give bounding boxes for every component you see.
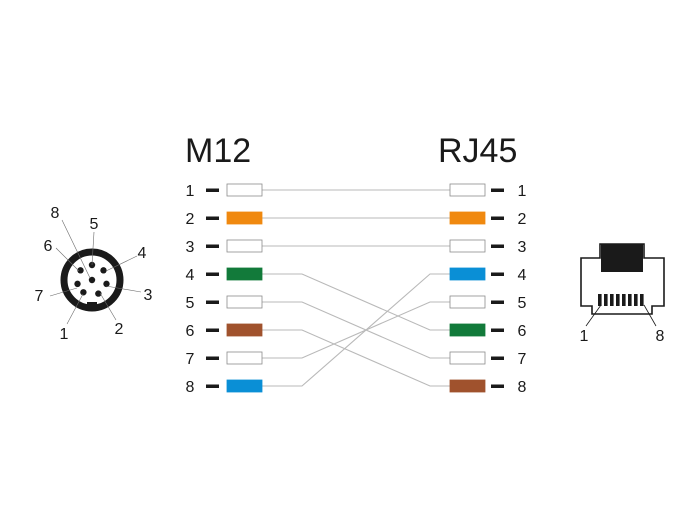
m12-face-pin-6 xyxy=(77,267,84,274)
rj45-pin-number: 6 xyxy=(518,323,527,340)
m12-pin-column: 1 2 3 4 5 6 7 8 xyxy=(186,183,263,396)
rj45-pin-number: 2 xyxy=(518,211,527,228)
m12-pin-number: 5 xyxy=(186,295,195,312)
m12-face-pin-7 xyxy=(74,280,81,288)
rj45-pin-number: 5 xyxy=(518,295,527,312)
m12-wire-block xyxy=(226,267,263,281)
rj45-pin-number: 3 xyxy=(518,239,527,256)
m12-pin-dash xyxy=(206,244,219,248)
rj45-wire-block xyxy=(449,351,486,365)
m12-label-leader-5 xyxy=(91,231,95,266)
rj45-pin-number: 1 xyxy=(518,183,527,200)
wire-4-to-6 xyxy=(262,273,450,331)
rj45-pin8-leader xyxy=(643,304,657,327)
m12-wire-block xyxy=(226,351,263,365)
rj45-pin-dash xyxy=(491,384,504,388)
rj45-pin-number: 4 xyxy=(518,267,527,284)
m12-label-leader-3 xyxy=(105,285,142,293)
m12-face-pin-8 xyxy=(88,276,96,284)
m12-pin-number: 6 xyxy=(186,323,195,340)
rj45-pin-number: 7 xyxy=(518,351,527,368)
m12-connector-face: 1 2 3 4 5 6 7 8 xyxy=(35,205,153,343)
rj45-connector-face: 1 8 xyxy=(580,243,665,345)
m12-face-label-3: 3 xyxy=(144,287,153,304)
m12-pin-dash xyxy=(206,356,219,360)
rj45-face-label-1: 1 xyxy=(580,328,589,345)
wire-crossings xyxy=(262,189,450,387)
rj45-face-contact-5 xyxy=(622,294,626,306)
rj45-pin-dash xyxy=(491,328,504,332)
m12-pin-dash xyxy=(206,272,219,276)
rj45-face-contact-1 xyxy=(598,294,602,306)
m12-face-label-6: 6 xyxy=(44,238,53,255)
rj45-pin-dash xyxy=(491,244,504,248)
rj45-wire-block xyxy=(449,295,486,309)
rj45-wire-block xyxy=(449,379,486,393)
m12-pin-dash xyxy=(206,328,219,332)
m12-pin-number: 8 xyxy=(186,379,195,396)
m12-pin-number: 3 xyxy=(186,239,195,256)
m12-label-leader-7 xyxy=(49,287,78,297)
rj45-wire-block xyxy=(449,183,486,197)
m12-pin-number: 7 xyxy=(186,351,195,368)
m12-wire-block xyxy=(226,211,263,225)
rj45-wire-block xyxy=(449,323,486,337)
m12-pin-number: 1 xyxy=(186,183,195,200)
m12-face-pin-4 xyxy=(100,267,107,274)
m12-pin-dash xyxy=(206,188,219,192)
m12-face-label-4: 4 xyxy=(138,245,147,262)
rj45-pin-column: 1 2 3 4 5 6 7 8 xyxy=(449,183,527,396)
m12-face-pin-2 xyxy=(95,290,102,297)
m12-wire-block xyxy=(226,323,263,337)
m12-face-pin-3 xyxy=(103,280,110,288)
m12-face-label-8: 8 xyxy=(51,205,60,222)
m12-coding-key xyxy=(87,302,97,307)
rj45-face-contact-2 xyxy=(604,294,608,306)
wire-6-to-8 xyxy=(262,329,450,387)
m12-wire-block xyxy=(226,379,263,393)
wire-8-to-4 xyxy=(262,273,450,387)
rj45-pin-number: 8 xyxy=(518,379,527,396)
rj45-face-contact-8 xyxy=(640,294,644,306)
rj45-wire-block xyxy=(449,239,486,253)
rj45-pin-dash xyxy=(491,356,504,360)
m12-face-label-7: 7 xyxy=(35,288,44,305)
rj45-face-label-8: 8 xyxy=(656,328,665,345)
rj45-wire-block xyxy=(449,267,486,281)
m12-pin-number: 2 xyxy=(186,211,195,228)
rj45-face-contact-6 xyxy=(628,294,632,306)
m12-pin-dash xyxy=(206,216,219,220)
m12-face-label-1: 1 xyxy=(60,326,69,343)
rj45-pin-dash xyxy=(491,188,504,192)
rj45-face-contact-7 xyxy=(634,294,638,306)
rj45-latch xyxy=(601,244,643,272)
rj45-face-contact-3 xyxy=(610,294,614,306)
m12-label-leader-2 xyxy=(99,292,117,321)
m12-wire-block xyxy=(226,295,263,309)
m12-label-leader-8 xyxy=(61,219,91,279)
m12-wire-block xyxy=(226,183,263,197)
rj45-pin1-leader xyxy=(585,304,602,327)
rj45-wire-block xyxy=(449,211,486,225)
m12-label-leader-6 xyxy=(55,247,80,272)
rj45-title: RJ45 xyxy=(438,132,517,170)
rj45-face-contact-4 xyxy=(616,294,620,306)
m12-label-leader-1 xyxy=(66,293,84,325)
rj45-pin-dash xyxy=(491,272,504,276)
m12-title: M12 xyxy=(185,132,251,170)
m12-wire-block xyxy=(226,239,263,253)
rj45-pin-dash xyxy=(491,300,504,304)
m12-pin-dash xyxy=(206,384,219,388)
rj45-pin-dash xyxy=(491,216,504,220)
m12-face-label-5: 5 xyxy=(90,216,99,233)
m12-face-label-2: 2 xyxy=(115,321,124,338)
m12-pin-number: 4 xyxy=(186,267,195,284)
m12-label-leader-4 xyxy=(105,255,138,272)
m12-face-pin-1 xyxy=(80,289,87,296)
m12-pin-dash xyxy=(206,300,219,304)
